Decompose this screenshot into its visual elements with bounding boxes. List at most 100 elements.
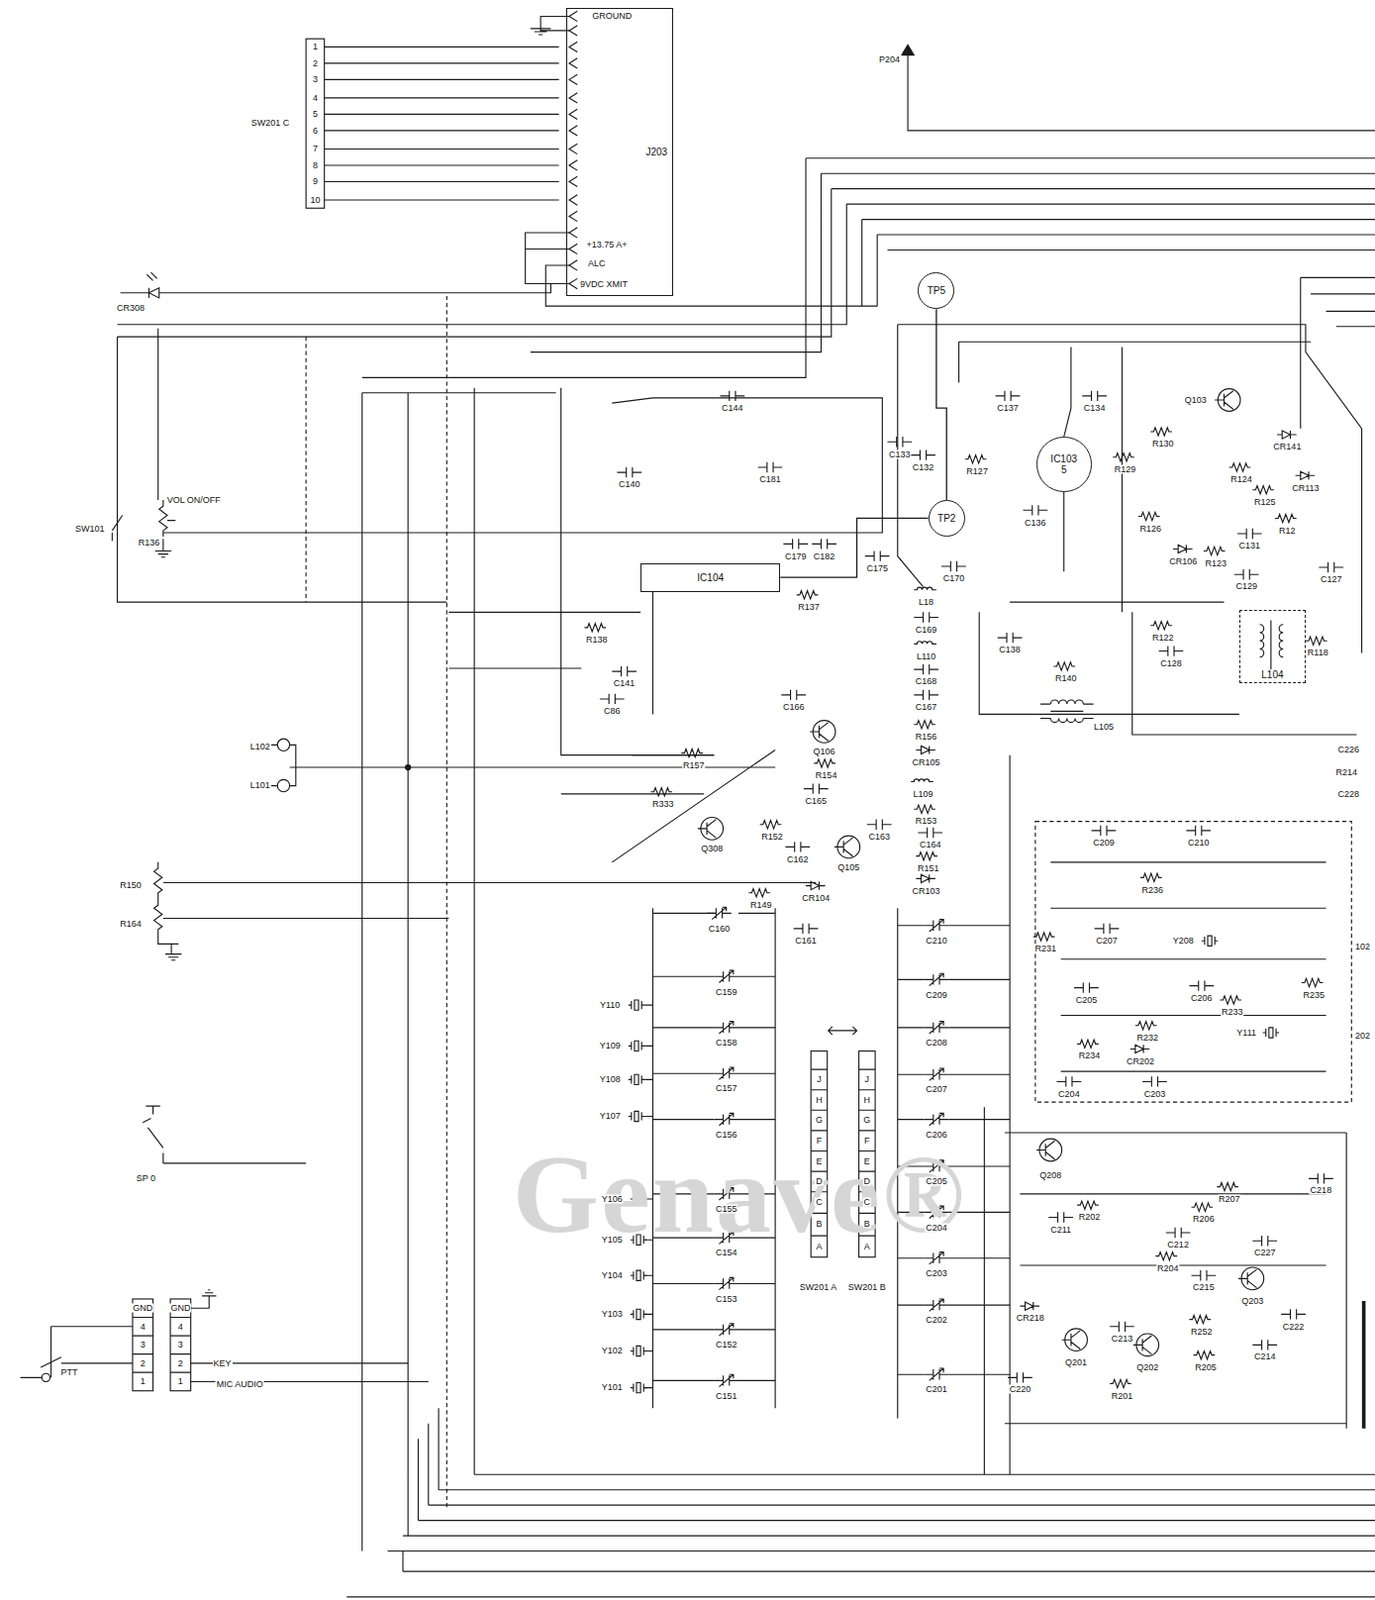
component-label: C204 <box>924 1222 949 1232</box>
component-label: L102 <box>249 742 272 752</box>
component-label: R156 <box>914 731 939 741</box>
wire <box>163 591 816 1164</box>
trimmer-capacitor-symbol <box>713 1112 739 1125</box>
test-point: TP2 <box>928 499 966 537</box>
component-label: R202 <box>1078 1212 1102 1222</box>
ic-package: IC104 <box>640 563 781 592</box>
trimmer-capacitor-symbol <box>713 1067 739 1080</box>
component-label: R235 <box>1301 989 1326 999</box>
component-label: R118 <box>1306 648 1330 658</box>
component-label: C208 <box>924 1038 949 1048</box>
capacitor-symbol <box>1007 1372 1033 1382</box>
trimmer-capacitor-symbol <box>706 906 732 919</box>
watermark: Genave® <box>511 1138 969 1250</box>
component-label: C182 <box>812 551 837 561</box>
component-label: C157 <box>714 1083 739 1093</box>
capacitor-symbol <box>917 827 943 838</box>
capacitor-symbol <box>1159 645 1184 656</box>
capacitor-symbol <box>1109 1321 1135 1332</box>
component-label: CR113 <box>1290 483 1320 492</box>
wire <box>267 744 296 786</box>
component-label: C179 <box>784 551 808 561</box>
lamp-symbol <box>277 738 290 751</box>
resistor-symbol <box>1140 873 1163 882</box>
capacitor-symbol <box>785 841 810 852</box>
resistor-symbol <box>1077 1200 1099 1209</box>
diode-symbol <box>1019 1301 1040 1310</box>
capacitor-symbol <box>1252 1235 1277 1246</box>
component-label: R123 <box>1203 558 1228 568</box>
capacitor-symbol <box>941 561 967 572</box>
component-label: C210 <box>924 936 949 946</box>
component-label: L105 <box>1092 721 1115 731</box>
component-label: C133 <box>887 449 912 459</box>
resistor-symbol <box>748 888 771 897</box>
resistor-symbol <box>1193 1351 1216 1360</box>
component-label: C153 <box>714 1293 739 1303</box>
component-label: 2 <box>177 1358 185 1368</box>
component-label: 9 <box>311 177 319 187</box>
capacitor-symbol <box>1318 562 1344 573</box>
component-label: C144 <box>720 403 745 413</box>
component-label: C213 <box>1110 1333 1135 1343</box>
component-label: 202 <box>1354 1030 1372 1040</box>
component-label: SW201 C <box>250 117 292 127</box>
component-label: C201 <box>924 1384 949 1394</box>
component-label: R214 <box>1334 768 1359 778</box>
inductor-symbol <box>910 779 934 783</box>
component-label: C220 <box>1008 1384 1033 1394</box>
capacitor-symbol <box>995 391 1021 401</box>
component-label: C205 <box>1075 994 1099 1004</box>
resistor-symbol <box>1188 1314 1211 1323</box>
wire <box>652 755 1010 1475</box>
component-label: L109 <box>912 788 935 798</box>
component-label: C131 <box>1237 541 1262 551</box>
component-label: C170 <box>942 574 967 584</box>
component-label: Q105 <box>836 862 861 872</box>
pin-chevron <box>569 93 578 103</box>
resistor-symbol <box>915 852 938 861</box>
component-label: R157 <box>682 760 706 770</box>
component-label: C159 <box>714 986 739 996</box>
capacitor-symbol <box>997 632 1023 643</box>
component-label: C <box>863 1196 873 1206</box>
crystal-symbol <box>630 1345 647 1356</box>
component-label: Y109 <box>598 1041 622 1051</box>
pin-chevron <box>569 143 578 154</box>
component-label: F <box>815 1136 824 1146</box>
resistor-symbol <box>1150 621 1173 630</box>
part-name: 5 <box>1060 464 1069 476</box>
dashed-module-outline <box>1035 821 1352 1102</box>
capacitor-symbol <box>913 664 939 675</box>
component-label: Q208 <box>1038 1171 1063 1180</box>
wire <box>116 328 883 1552</box>
component-label: 3 <box>139 1340 147 1350</box>
component-label: L101 <box>249 781 272 790</box>
pin-chevron <box>569 160 578 171</box>
component-label: 6 <box>311 125 319 135</box>
component-label: CR104 <box>800 892 831 902</box>
switch-wafer <box>305 38 325 208</box>
pin-chevron <box>569 210 578 221</box>
component-label: R137 <box>796 602 821 612</box>
component-label: C212 <box>1166 1240 1190 1250</box>
resistor-symbol <box>1109 1378 1132 1387</box>
capacitor-symbol <box>1048 1211 1074 1222</box>
component-label: C127 <box>1319 575 1344 585</box>
trimmer-capacitor-symbol <box>713 1374 739 1386</box>
transistor-symbol <box>1036 1138 1063 1162</box>
board-edge <box>1362 1300 1367 1429</box>
component-label: 3 <box>311 75 319 85</box>
diode-symbol <box>1130 1044 1151 1053</box>
component-label: R129 <box>1113 464 1138 474</box>
resistor-symbol <box>1150 427 1173 436</box>
pin-chevron <box>569 195 578 205</box>
component-label: L18 <box>917 596 935 606</box>
component-label: C169 <box>914 624 939 634</box>
component-label: C211 <box>1049 1224 1073 1234</box>
component-label: SW101 <box>74 523 106 533</box>
component-label: C151 <box>714 1390 739 1400</box>
component-label: C202 <box>924 1315 949 1325</box>
component-label: Q202 <box>1135 1362 1160 1372</box>
component-label: C215 <box>1191 1282 1216 1292</box>
